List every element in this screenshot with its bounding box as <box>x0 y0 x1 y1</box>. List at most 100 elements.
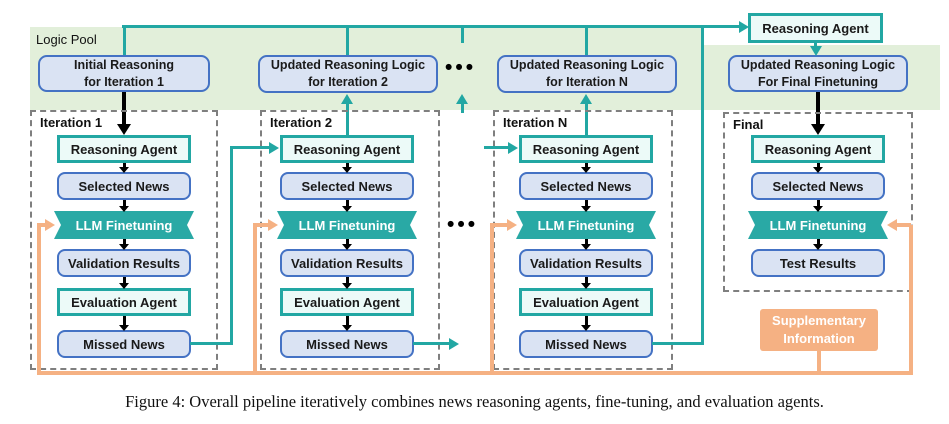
iter1-evaluation-agent-box: Evaluation Agent <box>57 288 191 316</box>
missed1-into-iter2-arrowhead <box>269 141 279 154</box>
iter1-arrow-3 <box>119 239 129 250</box>
iter2-selected-news-box: Selected News <box>280 172 414 200</box>
supp-into-llm1-line <box>37 223 47 227</box>
into-iterN-agent-arrowhead <box>508 141 518 154</box>
iter1-reasoning-agent-box: Reasoning Agent <box>57 135 191 163</box>
ellipsis-up-stub-arrowhead <box>456 94 468 104</box>
iter2-arrow-3 <box>342 239 352 250</box>
iter1-arrow-4 <box>119 277 129 289</box>
iter2-agent-to-logic-line <box>346 103 349 137</box>
iter1-arrow-2 <box>119 200 129 212</box>
iterN-missed-news-box: Missed News <box>519 330 653 358</box>
supplementary-bus-line <box>37 371 913 375</box>
updated-logic-iter2-line2: for Iteration 2 <box>308 75 388 89</box>
supp-into-llm1-arrowhead <box>45 219 55 231</box>
supp-riser-iter2 <box>253 225 257 375</box>
iter1-llm-finetuning-box: LLM Finetuning <box>54 211 194 239</box>
updated-logic-iterN-line2: for Iteration N <box>546 75 628 89</box>
logic-pool-label: Logic Pool <box>36 32 97 47</box>
updated-logic-final-line2: For Final Finetuning <box>757 74 879 89</box>
iterN-arrow-5 <box>581 316 591 331</box>
iterN-agent-to-logic-line <box>585 103 588 137</box>
iter2-arrow-1 <box>342 163 352 173</box>
final-selected-news-box: Selected News <box>751 172 885 200</box>
iter2-evaluation-agent-box: Evaluation Agent <box>280 288 414 316</box>
supplementary-line2: Information <box>783 331 855 346</box>
top-bus-line <box>122 25 740 28</box>
iter2-llm-finetuning-box: LLM Finetuning <box>277 211 417 239</box>
final-logic-to-agent-arrowhead <box>811 124 825 135</box>
iter2-arrow-4 <box>342 277 352 289</box>
iter1-arrow-1 <box>119 163 129 173</box>
drop-iter2-logic <box>346 25 349 56</box>
supp-into-llmN-arrowhead <box>507 219 517 231</box>
figure-caption: Figure 4: Overall pipeline iteratively c… <box>125 392 824 411</box>
updated-logic-final-box: Updated Reasoning Logic For Final Finetu… <box>728 55 908 92</box>
iteration2-frame: Iteration 2 <box>260 110 440 370</box>
supp-into-llmN-line <box>490 223 508 227</box>
iteration1-frame: Iteration 1 <box>30 110 218 370</box>
top-agent-to-final-logic-arrowhead <box>810 46 822 56</box>
supp-into-llm-final-arrowhead <box>887 219 897 231</box>
iter1-missed-news-box: Missed News <box>57 330 191 358</box>
initial-reasoning-line2: for Iteration 1 <box>84 74 164 89</box>
iter2-reasoning-agent-box: Reasoning Agent <box>280 135 414 163</box>
final-arrow-2 <box>813 200 823 212</box>
arrowhead-into-top-reasoning-agent <box>739 20 749 33</box>
iterationN-frame: Iteration N <box>493 110 673 370</box>
initial-to-agent-arrowhead <box>117 124 131 135</box>
iterN-evaluation-agent-box: Evaluation Agent <box>519 288 653 316</box>
missed2-out-arrowhead <box>449 337 459 350</box>
updated-logic-iter2-line1: Updated Reasoning Logic <box>270 58 426 73</box>
final-arrow-1 <box>813 163 823 173</box>
iter1-arrow-5 <box>119 316 129 331</box>
missed1-into-iter2-line <box>230 146 270 149</box>
final-label: Final <box>733 117 764 132</box>
supp-riser-final <box>909 225 913 375</box>
drop-initial-logic <box>123 25 126 56</box>
final-frame: Final <box>723 112 913 292</box>
supp-riser-iterN <box>490 225 494 375</box>
missed1-riser <box>230 146 233 345</box>
iter2-arrow-5 <box>342 316 352 331</box>
iterN-reasoning-agent-box: Reasoning Agent <box>519 135 653 163</box>
ellipsis-up-stub-line <box>461 103 464 113</box>
iter2-missed-news-box: Missed News <box>280 330 414 358</box>
final-reasoning-agent-box: Reasoning Agent <box>751 135 885 163</box>
supplementary-line1: Supplementary <box>772 312 866 328</box>
top-reasoning-agent-box: Reasoning Agent <box>748 13 883 43</box>
iterations-ellipsis: ••• <box>447 213 479 236</box>
iterN-arrow-4 <box>581 277 591 289</box>
missed2-out-line <box>413 342 450 345</box>
supp-into-llm2-arrowhead <box>268 219 278 231</box>
supp-riser-iter1 <box>37 225 41 375</box>
supp-into-llm-final-line <box>897 223 911 227</box>
initial-reasoning-line1: Initial Reasoning <box>73 57 174 72</box>
iter1-validation-results-box: Validation Results <box>57 249 191 277</box>
logic-pool-ellipsis: ••• <box>445 56 477 79</box>
iter2-validation-results-box: Validation Results <box>280 249 414 277</box>
iterN-agent-to-logic-arrowhead <box>580 94 592 104</box>
updated-logic-iterN-box: Updated Reasoning Logic for Iteration N <box>497 55 677 93</box>
iteration2-label: Iteration 2 <box>270 115 333 130</box>
into-iterN-agent-line <box>484 146 509 149</box>
supplementary-information-box: Supplementary Information <box>760 309 878 351</box>
initial-reasoning-box: Initial Reasoning for Iteration 1 <box>38 55 210 92</box>
missedN-out-line <box>652 342 704 345</box>
missed-news-N-riser <box>701 25 704 345</box>
updated-logic-final-line1: Updated Reasoning Logic <box>740 57 896 72</box>
top-agent-to-final-logic-line <box>814 43 817 48</box>
iter2-arrow-2 <box>342 200 352 212</box>
iterN-llm-finetuning-box: LLM Finetuning <box>516 211 656 239</box>
iterN-selected-news-box: Selected News <box>519 172 653 200</box>
updated-logic-iter2-box: Updated Reasoning Logic for Iteration 2 <box>258 55 438 93</box>
iterN-validation-results-box: Validation Results <box>519 249 653 277</box>
final-llm-finetuning-box: LLM Finetuning <box>748 211 888 239</box>
updated-logic-iterN-line1: Updated Reasoning Logic <box>509 58 665 73</box>
final-arrow-3 <box>813 239 823 250</box>
iterN-arrow-1 <box>581 163 591 173</box>
final-test-results-box: Test Results <box>751 249 885 277</box>
iter1-selected-news-box: Selected News <box>57 172 191 200</box>
drop-ellipsis-stub <box>461 25 464 43</box>
